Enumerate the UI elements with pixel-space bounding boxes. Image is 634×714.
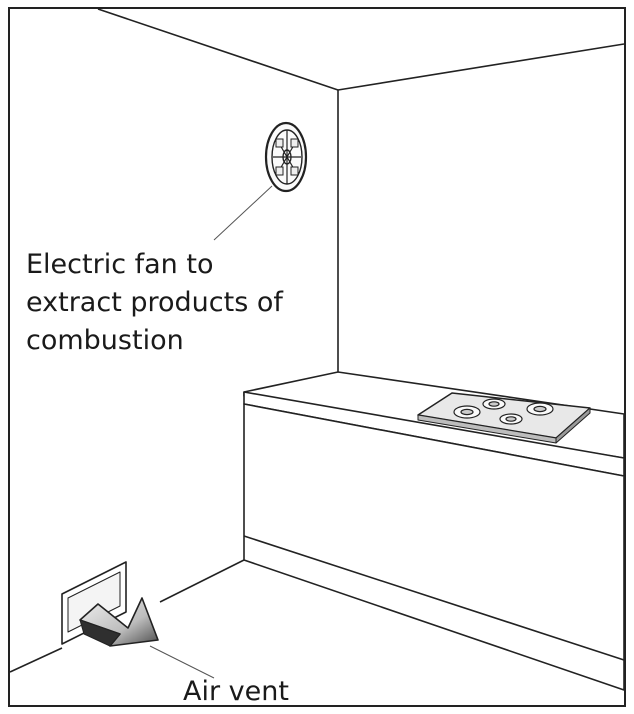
gas-hob-icon xyxy=(417,392,591,444)
cabinet-front xyxy=(243,403,625,691)
air-flow-arrow-icon xyxy=(79,597,159,647)
fan-label: Electric fan to extract products of comb… xyxy=(26,246,283,360)
air-vent-icon xyxy=(61,561,127,645)
left-wall-floor-edge-2 xyxy=(159,559,245,603)
extractor-fan-icon xyxy=(264,121,308,193)
plinth-top-edge xyxy=(243,535,625,661)
diagram-border xyxy=(8,7,626,707)
left-wall-floor-edge xyxy=(9,647,63,673)
fan-leader-line xyxy=(213,185,273,241)
fan-label-line-2: extract products of xyxy=(26,287,283,318)
fan-label-line-3: combustion xyxy=(26,325,184,356)
air-vent-label: Air vent xyxy=(183,676,289,707)
fan-label-line-1: Electric fan to xyxy=(26,249,214,280)
left-wall-ceiling-edge xyxy=(97,8,339,91)
vent-leader-line xyxy=(149,645,215,679)
right-wall-ceiling-edge xyxy=(337,43,625,91)
room-walls xyxy=(9,8,625,673)
